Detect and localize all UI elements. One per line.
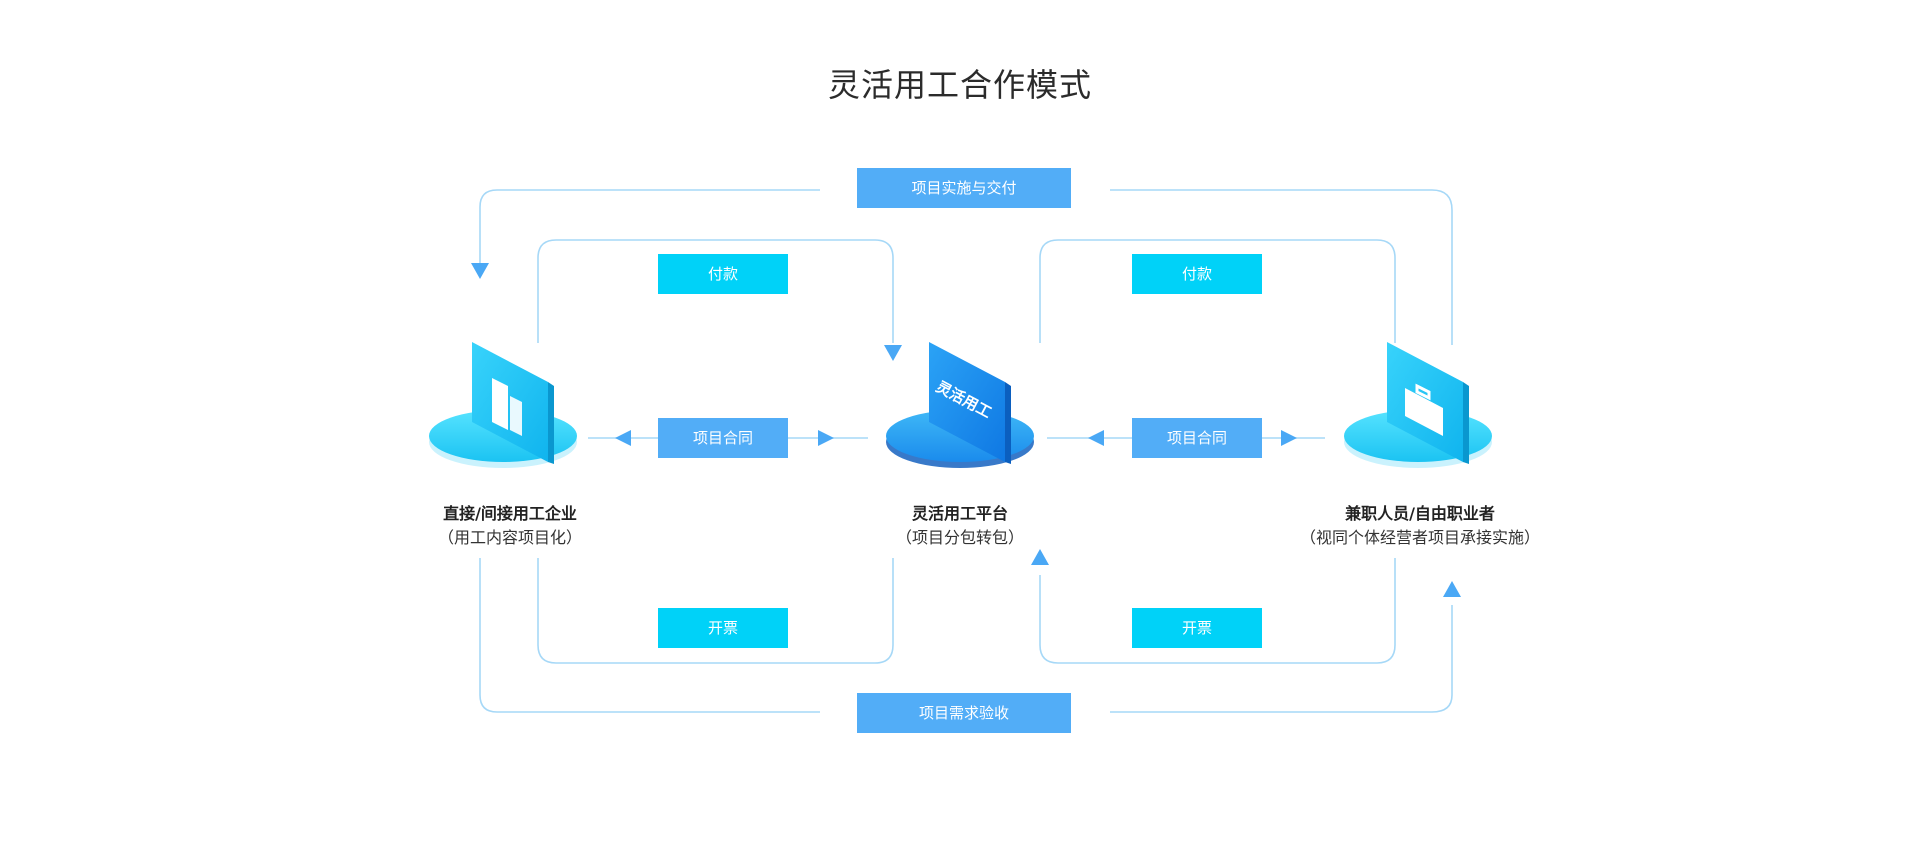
- worker-sub: （视同个体经营者项目承接实施）: [1299, 528, 1540, 547]
- label-invoice-left: 开票: [658, 608, 788, 648]
- enterprise-sub: （用工内容项目化）: [437, 528, 582, 547]
- arrow-left-contract-right: [1088, 430, 1104, 446]
- arrow-up-worker: [1443, 581, 1461, 597]
- invoice-right-line: [1039, 558, 1396, 664]
- arrow-right-contract-right: [1281, 430, 1297, 446]
- enterprise-node-icon: [429, 342, 577, 468]
- label-bottom-outer: 项目需求验收: [857, 693, 1071, 733]
- label-invoice-right: 开票: [1132, 608, 1262, 648]
- arrow-up-platform: [1031, 549, 1049, 565]
- platform-node-icon: 灵活用工: [886, 342, 1034, 468]
- platform-sub: （项目分包转包）: [895, 528, 1024, 547]
- pay-right-line: [1039, 239, 1396, 343]
- briefcase-icon: [1405, 383, 1443, 436]
- pay-left-line: [537, 239, 894, 343]
- label-contract-left: 项目合同: [658, 418, 788, 458]
- outer-top-line-right: [1110, 189, 1453, 345]
- platform-name: 灵活用工平台: [911, 504, 1008, 523]
- arrow-right-contract-left: [818, 430, 834, 446]
- worker-name: 兼职人员/自由职业者: [1345, 504, 1495, 523]
- label-top-outer: 项目实施与交付: [857, 168, 1071, 208]
- outer-bottom-line-right: [1110, 605, 1453, 713]
- outer-bottom-line-left: [479, 558, 820, 713]
- invoice-left-line: [537, 558, 894, 664]
- arrow-left-contract-left: [615, 430, 631, 446]
- worker-node-icon: [1344, 342, 1492, 468]
- building-icon: [492, 378, 522, 436]
- arrow-down-platform: [884, 345, 902, 361]
- page-title: 灵活用工合作模式: [827, 66, 1092, 104]
- label-pay-right: 付款: [1132, 254, 1262, 294]
- enterprise-name: 直接/间接用工企业: [443, 504, 577, 523]
- arrow-down-enterprise: [471, 263, 489, 279]
- label-contract-right: 项目合同: [1132, 418, 1262, 458]
- label-pay-left: 付款: [658, 254, 788, 294]
- outer-top-line-left: [479, 189, 820, 263]
